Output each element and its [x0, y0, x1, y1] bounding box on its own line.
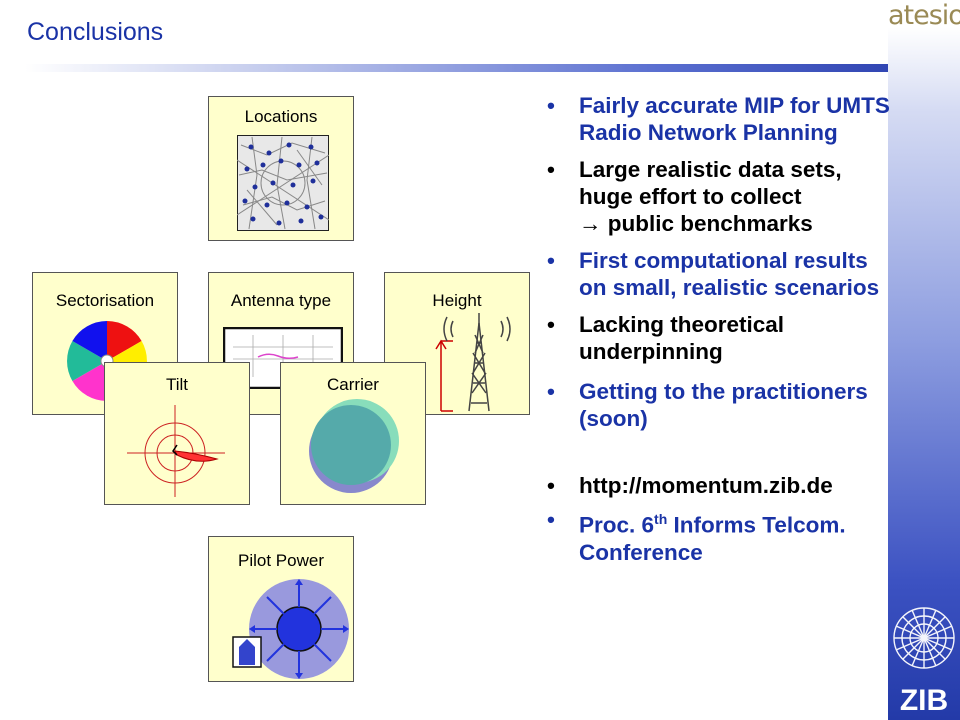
bullet-item: • Large realistic data sets, huge effort… — [543, 156, 893, 237]
zib-logo-text: ZIB — [900, 684, 948, 714]
bullet-text: Fairly accurate MIP for UMTS Radio Netwo… — [579, 93, 890, 145]
bullet-text: Proc. 6 — [579, 512, 655, 538]
bullet-dot-icon: • — [547, 379, 555, 404]
locations-map-icon — [237, 135, 329, 231]
bullet-dot-icon: • — [547, 312, 555, 337]
bullet-superscript: th — [654, 511, 668, 527]
bullet-item-link: • http://momentum.zib.de — [543, 472, 893, 499]
bullet-dot-icon: • — [547, 93, 555, 118]
bullet-dot-icon: • — [547, 507, 555, 532]
bullet-text: Large realistic data sets, huge effort t… — [579, 157, 842, 209]
bullet-item: • Proc. 6th Informs Telcom. Conference — [543, 506, 893, 566]
carrier-circles-icon — [309, 399, 399, 493]
height-label: Height — [432, 291, 482, 310]
antenna-tower-icon — [435, 313, 511, 412]
bullet-dot-icon: • — [547, 248, 555, 273]
bullet-text: Getting to the practitioners (soon) — [579, 379, 868, 431]
bullet-item: • Lacking theoretical underpinning — [543, 311, 893, 365]
bullet-text: Lacking theoretical underpinning — [579, 312, 785, 364]
slide-title: Conclusions — [27, 18, 164, 46]
tilt-radiation-icon — [127, 405, 225, 497]
bullet-text-post: Informs Telcom. Conference — [579, 512, 846, 565]
bullet-text-continuation: → public benchmarks — [579, 211, 813, 236]
locations-card: Locations — [208, 96, 354, 241]
sidebar-gradient — [888, 27, 960, 720]
pilot-power-icon — [232, 579, 349, 679]
sectorisation-label: Sectorisation — [55, 291, 155, 310]
bullet-item: • Fairly accurate MIP for UMTS Radio Net… — [543, 92, 893, 146]
carrier-label: Carrier — [327, 375, 379, 394]
conclusions-list: • Fairly accurate MIP for UMTS Radio Net… — [543, 92, 893, 566]
website-link[interactable]: http://momentum.zib.de — [579, 473, 833, 498]
bullet-dot-icon: • — [547, 473, 555, 498]
tilt-card: Tilt — [104, 362, 250, 505]
locations-label: Locations — [244, 107, 318, 126]
bullet-text: First computational results on small, re… — [579, 248, 880, 300]
pilot-power-label: Pilot Power — [238, 551, 324, 570]
bullet-item: • Getting to the practitioners (soon) — [543, 378, 893, 432]
atesio-logo: atesio — [888, 0, 960, 31]
zib-logo: ZIB — [893, 607, 955, 714]
pilot-power-card: Pilot Power — [208, 536, 354, 682]
bullet-item: • First computational results on small, … — [543, 247, 893, 301]
antenna-type-label: Antenna type — [230, 291, 332, 310]
tilt-label: Tilt — [165, 375, 189, 394]
carrier-card: Carrier — [280, 362, 426, 505]
title-underline — [25, 64, 928, 72]
bullet-dot-icon: • — [547, 157, 555, 182]
